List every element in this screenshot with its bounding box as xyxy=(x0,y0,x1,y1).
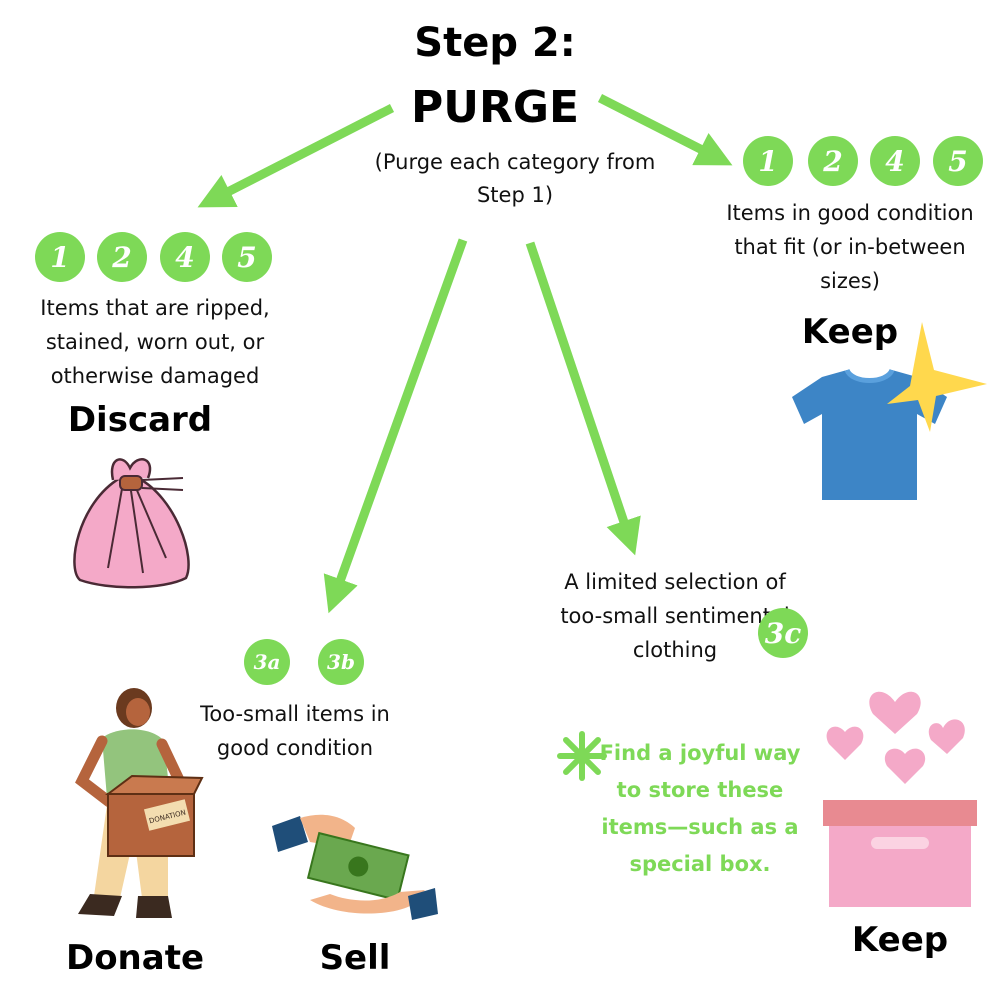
arrow-to-sentimental xyxy=(525,241,641,556)
badge-4: 4 xyxy=(160,232,210,282)
keep-badge-4: 4 xyxy=(870,136,920,186)
money-exchange-icon xyxy=(272,814,438,920)
badge-5: 5 xyxy=(222,232,272,282)
badge-2: 2 xyxy=(97,232,147,282)
purge-subtitle: (Purge each category from Step 1) xyxy=(374,150,656,207)
arrow-to-donate-sell xyxy=(323,238,468,614)
keep-label-bottom: Keep xyxy=(851,920,949,960)
donate-sell-description: Too-small items in good condition xyxy=(200,702,390,760)
asterisk-icon xyxy=(557,731,607,781)
heart-box-icon xyxy=(823,691,977,907)
trash-bag-icon xyxy=(73,458,190,589)
badge-3c: 3c xyxy=(758,608,808,658)
keep-badge-2: 2 xyxy=(808,136,858,186)
donating-person-icon: DONATION xyxy=(75,688,204,918)
sentimental-description: A limited selection of too-small sentime… xyxy=(560,570,790,662)
keep-badge-5: 5 xyxy=(933,136,983,186)
keep-label-top: Keep xyxy=(801,312,899,352)
badge-3a: 3a xyxy=(244,639,290,685)
badge-3b: 3b xyxy=(318,639,364,685)
sell-label: Sell xyxy=(319,938,391,978)
arrow-to-keep xyxy=(597,93,733,166)
badge-1: 1 xyxy=(35,232,85,282)
discard-description: Items that are ripped, stained, worn out… xyxy=(40,296,270,388)
arrow-to-discard xyxy=(197,103,395,208)
step-title: Step 2: xyxy=(414,20,576,66)
tshirt-sparkle-icon xyxy=(792,322,987,500)
storage-tip: Find a joyful way to store these items—s… xyxy=(599,741,801,876)
keep-badge-1: 1 xyxy=(743,136,793,186)
discard-label: Discard xyxy=(67,400,213,440)
purge-heading: PURGE xyxy=(410,82,580,133)
keep-description: Items in good condition that fit (or in-… xyxy=(726,201,974,293)
donate-label: Donate xyxy=(65,938,205,978)
